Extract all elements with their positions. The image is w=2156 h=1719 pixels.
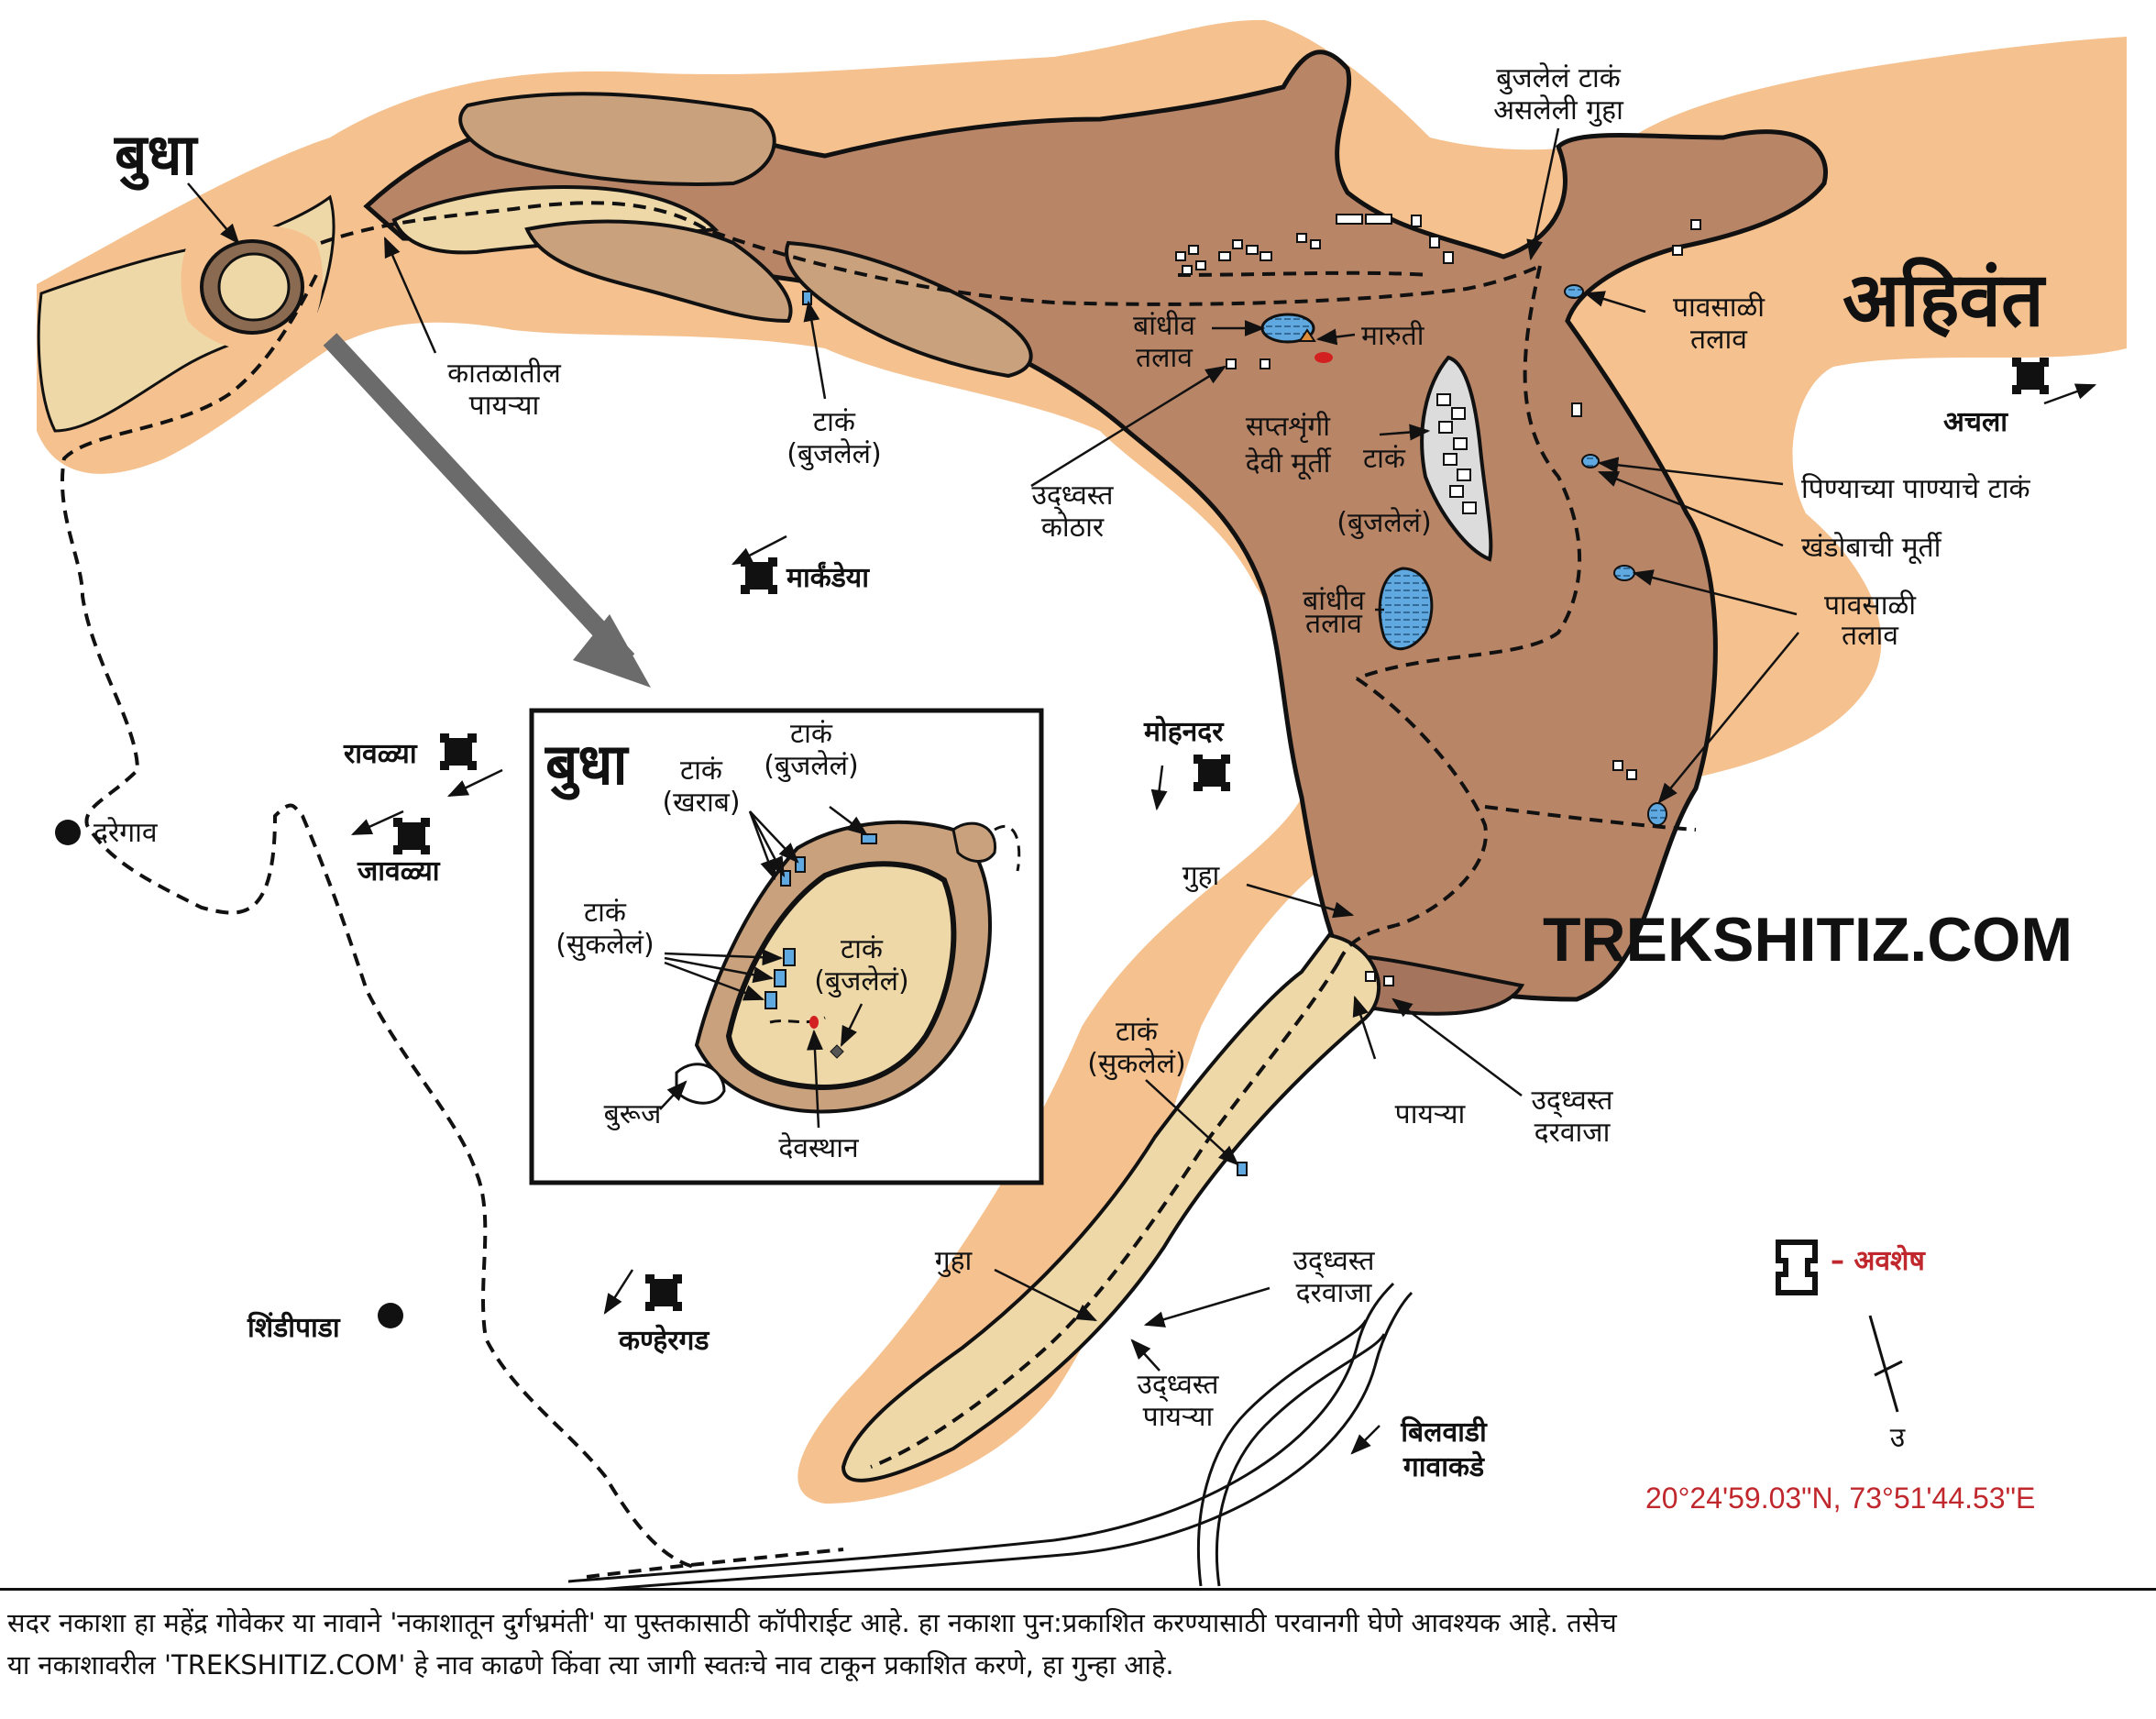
legend-remains-label: – अवशेष [1831,1244,1926,1277]
fort-map: अहिवंत बुधा बुधा TREKSHITIZ.COM कातळातील… [37,19,2127,1588]
label-taak-bujlelela-c-2: (बुजलेलं) [1336,507,1431,540]
label-daregaon: दरेगाव [94,817,159,849]
descent-strip [841,932,1381,1482]
label-achala: अचला [1943,406,2008,438]
label-udhvasta-kothar-2: कोठार [1041,512,1105,544]
label-bujlela-taak-guha-2: असलेली गुहा [1493,94,1624,127]
rock-slab-blocks [1436,393,1477,514]
label-pavsali-talav-1-1: पावसाळी [1673,292,1766,324]
label-pavsali-talav-1-2: तलाव [1690,324,1748,356]
label-khandoba: खंडोबाची मूर्ती [1801,532,1942,565]
ruin-blocks [1175,214,1701,986]
terrace-1 [458,92,776,186]
label-taak-bujlelela-w-2: (बुजलेलं) [786,438,881,471]
label-taak-suklela-s-1: टाकं [1116,1016,1159,1048]
label-guha-1: गुहा [1182,860,1221,893]
budha-fort-small [181,226,323,352]
label-pinyache-taak: पिण्याच्या पाण्याचे टाकं [1801,473,2031,505]
inset-taak-suklela-1: टाकं [584,897,627,929]
label-payrya-1: पायऱ्या [1395,1098,1467,1130]
shindipada-dot [378,1303,403,1328]
neighbour-fort-symbols [393,358,2049,1311]
budha-inset [529,708,1044,1185]
inset-taak-bujlelela-top-1: टाकं [790,718,833,750]
fort-name-ahivant: अहिवंत [1842,257,2047,344]
label-taak-suklela-s-2: (सुकलेलं) [1087,1048,1185,1081]
fort-name-budha: बुधा [114,121,199,191]
inset-taak-suklela-2: (सुकलेलं) [556,929,654,962]
label-shindipada: शिंडीपाडा [247,1311,341,1344]
label-udhvasta-payrya-2-2: पायऱ्या [1143,1401,1215,1433]
inset-title-budha: बुधा [544,731,630,800]
label-udhvasta-payrya-2-1: उद्ध्वस्त [1137,1369,1219,1402]
label-kanheragad: कण्हेरगड [618,1324,710,1357]
label-direction-1: बिलवाडी [1400,1416,1488,1449]
label-mohandar: मोहनदर [1143,715,1225,748]
watermark: TREKSHITIZ.COM [1543,905,2073,975]
plateau-ahivant [363,50,1828,1002]
coordinates: 20°24'59.03"N, 73°51'44.53"E [1645,1482,2035,1515]
inset-taak-bujlelela-top-2: (बुजलेलं) [764,750,858,783]
label-direction-2: गावाकडे [1402,1450,1485,1483]
label-katlatil-payrya-1: कातळातील [447,358,561,390]
label-pavsali-talav-2-1: पावसाळी [1824,590,1917,622]
inset-taak-bujlelela-mid-1: टाकं [841,933,884,965]
label-bandhiv-talav-1-2: तलाव [1136,342,1194,374]
pavsali-talav-3-water [1647,802,1667,826]
label-udhvasta-kothar-1: उद्ध्वस्त [1031,479,1114,512]
label-javlya: जावळ्या [357,855,441,887]
legend-remains-symbol [1776,1240,1818,1295]
terrace-4 [785,240,1033,379]
footer-line-1: सदर नकाशा हा महेंद्र गोवेकर या नावाने 'न… [7,1607,1617,1638]
label-udhvasta-darwaja-1-2: दरवाजा [1534,1117,1612,1149]
label-udhvasta-darwaja-2-2: दरवाजा [1296,1277,1373,1309]
label-taak-bujlelela-c-1: टाकं [1363,443,1406,475]
label-maruti: मारुती [1361,320,1425,352]
inset-taak-kharab-2: (खराब) [662,787,740,819]
label-katlatil-payrya-2: पायऱ्या [469,390,541,422]
inset-taak-kharab-1: टाकं [680,755,723,787]
daregaon-dot [55,820,81,845]
inset-taak-bujlelela-mid-2: (बुजलेलं) [814,965,908,998]
north-arrow [1868,1315,1903,1413]
pinyache-taak-water [1581,454,1600,468]
trails [60,201,1697,1579]
leader-lines [187,127,2097,1455]
maruti-marker [1298,328,1316,342]
label-udhvasta-darwaja-1-1: उद्ध्वस्त [1531,1085,1613,1118]
label-bujlela-taak-guha-1: बुजलेलं टाकं [1496,62,1621,95]
label-guha-2: गुहा [935,1245,974,1278]
label-pavsali-talav-2-2: तलाव [1842,620,1899,652]
label-markandeya: मार्कंडेया [786,561,870,594]
inset-buruj: बुरूज [604,1098,662,1131]
label-saptashrungi-2: देवी मूर्ती [1246,447,1332,480]
label-saptashrungi-1: सप्तशृंगी [1246,411,1331,444]
saptashrungi-marker [1314,352,1333,363]
pavsali-talav-2-water [1613,565,1635,581]
pavsali-talav-1-water [1564,284,1584,299]
taak-bujlelela-w-marker [802,291,812,305]
bandhiv-talav-2-water [1378,567,1434,651]
label-bandhiv-talav-1-1: बांधीव [1133,310,1196,342]
label-bandhiv-talav-2-2: तलाव [1305,608,1363,640]
label-ravlya: रावळ्या [343,738,418,770]
label-taak-bujlelela-w-1: टाकं [813,406,856,438]
footer-line-2: या नकाशावरील 'TREKSHITIZ.COM' हे नाव काढ… [7,1649,1174,1680]
copyright-footer: सदर नकाशा हा महेंद्र गोवेकर या नावाने 'न… [0,1588,2156,1719]
label-udhvasta-darwaja-2-1: उद्ध्वस्त [1292,1245,1375,1278]
inset-devsthan: देवस्थान [778,1132,860,1164]
road-to-bilwadi [567,1282,1414,1588]
inset-pointer-arrow [323,333,651,688]
label-bandhiv-talav-2-1: बांधीव [1303,585,1366,617]
taak-suklela-marker [1237,1162,1248,1176]
terrace-3 [524,219,793,324]
north-label: उ [1890,1422,1906,1454]
